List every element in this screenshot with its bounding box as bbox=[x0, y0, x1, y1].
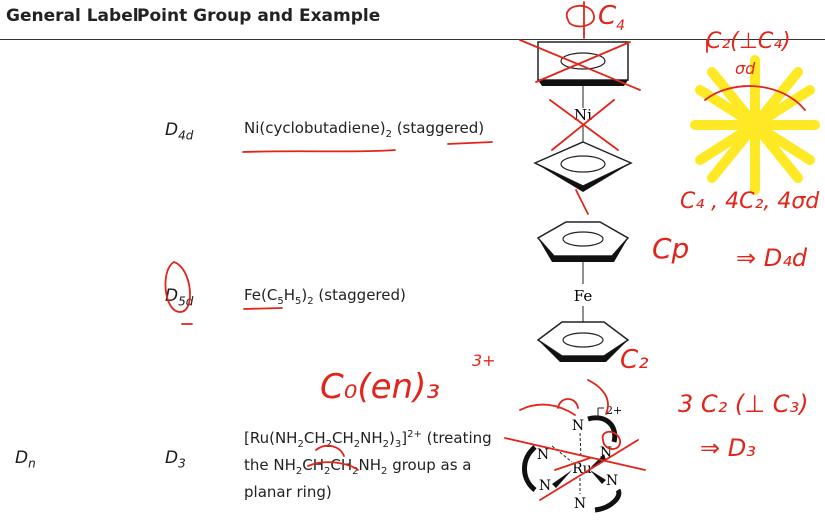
ligand-n-bottom: N bbox=[574, 496, 586, 512]
ru-complex-structure: Ru N N N N N N 2+ bbox=[522, 404, 622, 513]
ligand-n-left-lower: N bbox=[539, 478, 551, 494]
ink-cp: Cp bbox=[652, 232, 689, 265]
ligand-n-top: N bbox=[572, 418, 584, 434]
ni-cyclobutadiene-structure: Ni bbox=[533, 41, 633, 192]
ink-co-en: C₀(en)₃ bbox=[320, 367, 440, 407]
header-rule bbox=[0, 39, 825, 40]
point-group-d4d: D4d bbox=[165, 120, 194, 143]
point-group-d3: D3 bbox=[165, 448, 186, 471]
highlight-star bbox=[690, 55, 820, 195]
ink-d3-result: ⇒ D₃ bbox=[700, 434, 756, 462]
ink-d4d-result: ⇒ D₄d bbox=[736, 244, 808, 272]
example-ferrocene: Fe(C5H5)2 (staggered) bbox=[244, 286, 406, 307]
ink-three-c2: 3 C₂ (⊥ C₃) bbox=[678, 390, 809, 418]
example-ni-cyclobutadiene: Ni(cyclobutadiene)2 (staggered) bbox=[244, 119, 485, 140]
ink-co-charge: 3+ bbox=[472, 351, 496, 370]
ink-c2-perp: C₂(⊥C₄) bbox=[706, 29, 791, 54]
ferrocene-structure: Fe bbox=[536, 221, 630, 362]
ru-atom-label: Ru bbox=[572, 461, 592, 477]
example-line-2: the NH2CH2CH2NH2 group as a bbox=[244, 456, 472, 477]
ink-annotations bbox=[164, 1, 806, 501]
ink-cn-top: C4 bbox=[598, 1, 625, 34]
ink-text: C4 C₂(⊥C₄) σd C₄ , 4C₂, 4σd Cp ⇒ D₄d C₂ … bbox=[320, 1, 820, 462]
header-point-group: Point Group and Example bbox=[137, 6, 381, 26]
charge-label: 2+ bbox=[606, 404, 622, 417]
example-line-3: planar ring) bbox=[244, 483, 332, 501]
ni-atom-label: Ni bbox=[574, 106, 592, 124]
header-general-label: General Label bbox=[6, 6, 139, 26]
example-ru-complex: [Ru(NH2CH2CH2NH2)3]2+ (treating the NH2C… bbox=[244, 425, 492, 502]
ink-c2: C₂ bbox=[620, 345, 649, 375]
example-line-1: [Ru(NH2CH2CH2NH2)3]2+ (treating bbox=[244, 429, 492, 450]
ligand-n-left-upper: N bbox=[537, 447, 549, 463]
ink-c4-list: C₄ , 4C₂, 4σd bbox=[680, 189, 820, 214]
ink-sigma-d: σd bbox=[735, 59, 756, 78]
fe-atom-label: Fe bbox=[574, 287, 593, 305]
general-label-dn: Dn bbox=[15, 448, 36, 471]
ligand-n-right-lower: N bbox=[606, 473, 618, 489]
